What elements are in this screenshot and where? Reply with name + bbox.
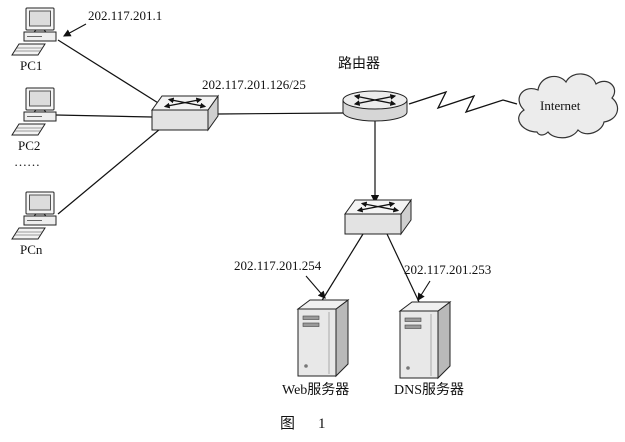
ip-label-link: 202.117.201.126/25 [202, 77, 306, 92]
pcn-label: PCn [20, 242, 43, 257]
link-pc2-switch1 [55, 114, 153, 118]
link-pc1-switch1 [57, 39, 164, 107]
pc2-label: PC2 [18, 138, 40, 153]
ip-label-web: 202.117.201.254 [234, 258, 322, 273]
switch1-icon [152, 96, 218, 130]
link-pcn-switch1 [57, 128, 161, 215]
pc1-label: PC1 [20, 58, 42, 73]
link-switch2-web [320, 233, 364, 303]
connection-lines [55, 39, 518, 305]
ellipsis-label: …… [14, 154, 40, 169]
web-server-icon [297, 299, 349, 377]
figure-caption: 图 1 [280, 415, 330, 432]
ip-label-pc1: 202.117.201.1 [88, 8, 162, 23]
web-server-label: Web服务器 [282, 382, 349, 398]
arrow-ip-to-web-server [305, 275, 326, 299]
link-switch2-dns [386, 233, 421, 305]
arrow-ip-to-pc1 [62, 23, 87, 37]
pc1-icon [11, 7, 57, 56]
pcn-icon [11, 191, 57, 240]
dns-server-label: DNS服务器 [394, 382, 464, 398]
router-icon [343, 91, 407, 121]
internet-label: Internet [540, 98, 581, 113]
lightning-link-router-internet [408, 90, 518, 114]
dns-server-icon [399, 301, 451, 379]
annotation-arrows [62, 23, 431, 301]
internet-cloud-icon [518, 73, 619, 139]
arrow-ip-to-dns-server [417, 280, 431, 301]
switch2-icon [345, 200, 411, 234]
link-switch1-router [217, 112, 344, 115]
ip-label-dns: 202.117.201.253 [404, 262, 491, 277]
pc2-icon [11, 87, 57, 136]
router-label: 路由器 [338, 56, 380, 72]
